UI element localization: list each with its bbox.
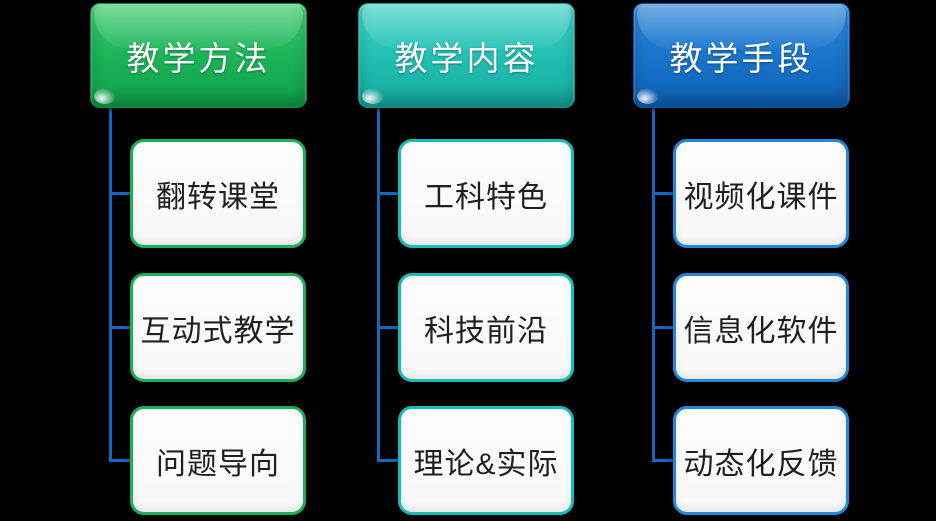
connector-branch-line bbox=[652, 192, 676, 195]
connector-vertical-line bbox=[652, 108, 655, 462]
connector-branch-line bbox=[377, 326, 401, 329]
column-teaching-methods: 教学方法 翻转课堂 互动式教学 问题导向 bbox=[90, 0, 307, 521]
column-teaching-means: 教学手段 视频化课件 信息化软件 动态化反馈 bbox=[633, 0, 850, 521]
connector-vertical-line bbox=[109, 108, 112, 462]
item-node-problem-oriented: 问题导向 bbox=[130, 406, 306, 515]
item-label: 视频化课件 bbox=[683, 180, 839, 214]
item-node-informatization-software: 信息化软件 bbox=[673, 273, 849, 382]
item-node-video-courseware: 视频化课件 bbox=[673, 139, 849, 248]
item-label: 科技前沿 bbox=[424, 314, 548, 348]
item-node-engineering-features: 工科特色 bbox=[398, 139, 574, 248]
item-node-theory-and-practice: 理论&实际 bbox=[398, 406, 574, 515]
connector-vertical-line bbox=[377, 108, 380, 462]
item-node-dynamic-feedback: 动态化反馈 bbox=[673, 406, 849, 515]
connector-branch-line bbox=[377, 459, 401, 462]
item-node-flipped-classroom: 翻转课堂 bbox=[130, 139, 306, 248]
header-label: 教学内容 bbox=[394, 39, 539, 77]
item-label: 问题导向 bbox=[156, 447, 280, 481]
item-label: 动态化反馈 bbox=[683, 447, 839, 481]
header-node-teaching-content: 教学内容 bbox=[358, 3, 575, 108]
header-label: 教学手段 bbox=[669, 39, 814, 77]
item-label: 互动式教学 bbox=[140, 314, 296, 348]
connector-branch-line bbox=[109, 459, 133, 462]
column-teaching-content: 教学内容 工科特色 科技前沿 理论&实际 bbox=[358, 0, 575, 521]
item-node-interactive-teaching: 互动式教学 bbox=[130, 273, 306, 382]
connector-branch-line bbox=[109, 326, 133, 329]
item-label: 信息化软件 bbox=[683, 314, 839, 348]
item-label: 翻转课堂 bbox=[156, 180, 280, 214]
header-node-teaching-methods: 教学方法 bbox=[90, 3, 307, 108]
item-label: 理论&实际 bbox=[413, 447, 559, 481]
connector-branch-line bbox=[652, 459, 676, 462]
header-label: 教学方法 bbox=[126, 39, 271, 77]
connector-branch-line bbox=[652, 326, 676, 329]
connector-branch-line bbox=[377, 192, 401, 195]
item-node-technology-frontier: 科技前沿 bbox=[398, 273, 574, 382]
connector-branch-line bbox=[109, 192, 133, 195]
item-label: 工科特色 bbox=[424, 180, 548, 214]
header-node-teaching-means: 教学手段 bbox=[633, 3, 850, 108]
